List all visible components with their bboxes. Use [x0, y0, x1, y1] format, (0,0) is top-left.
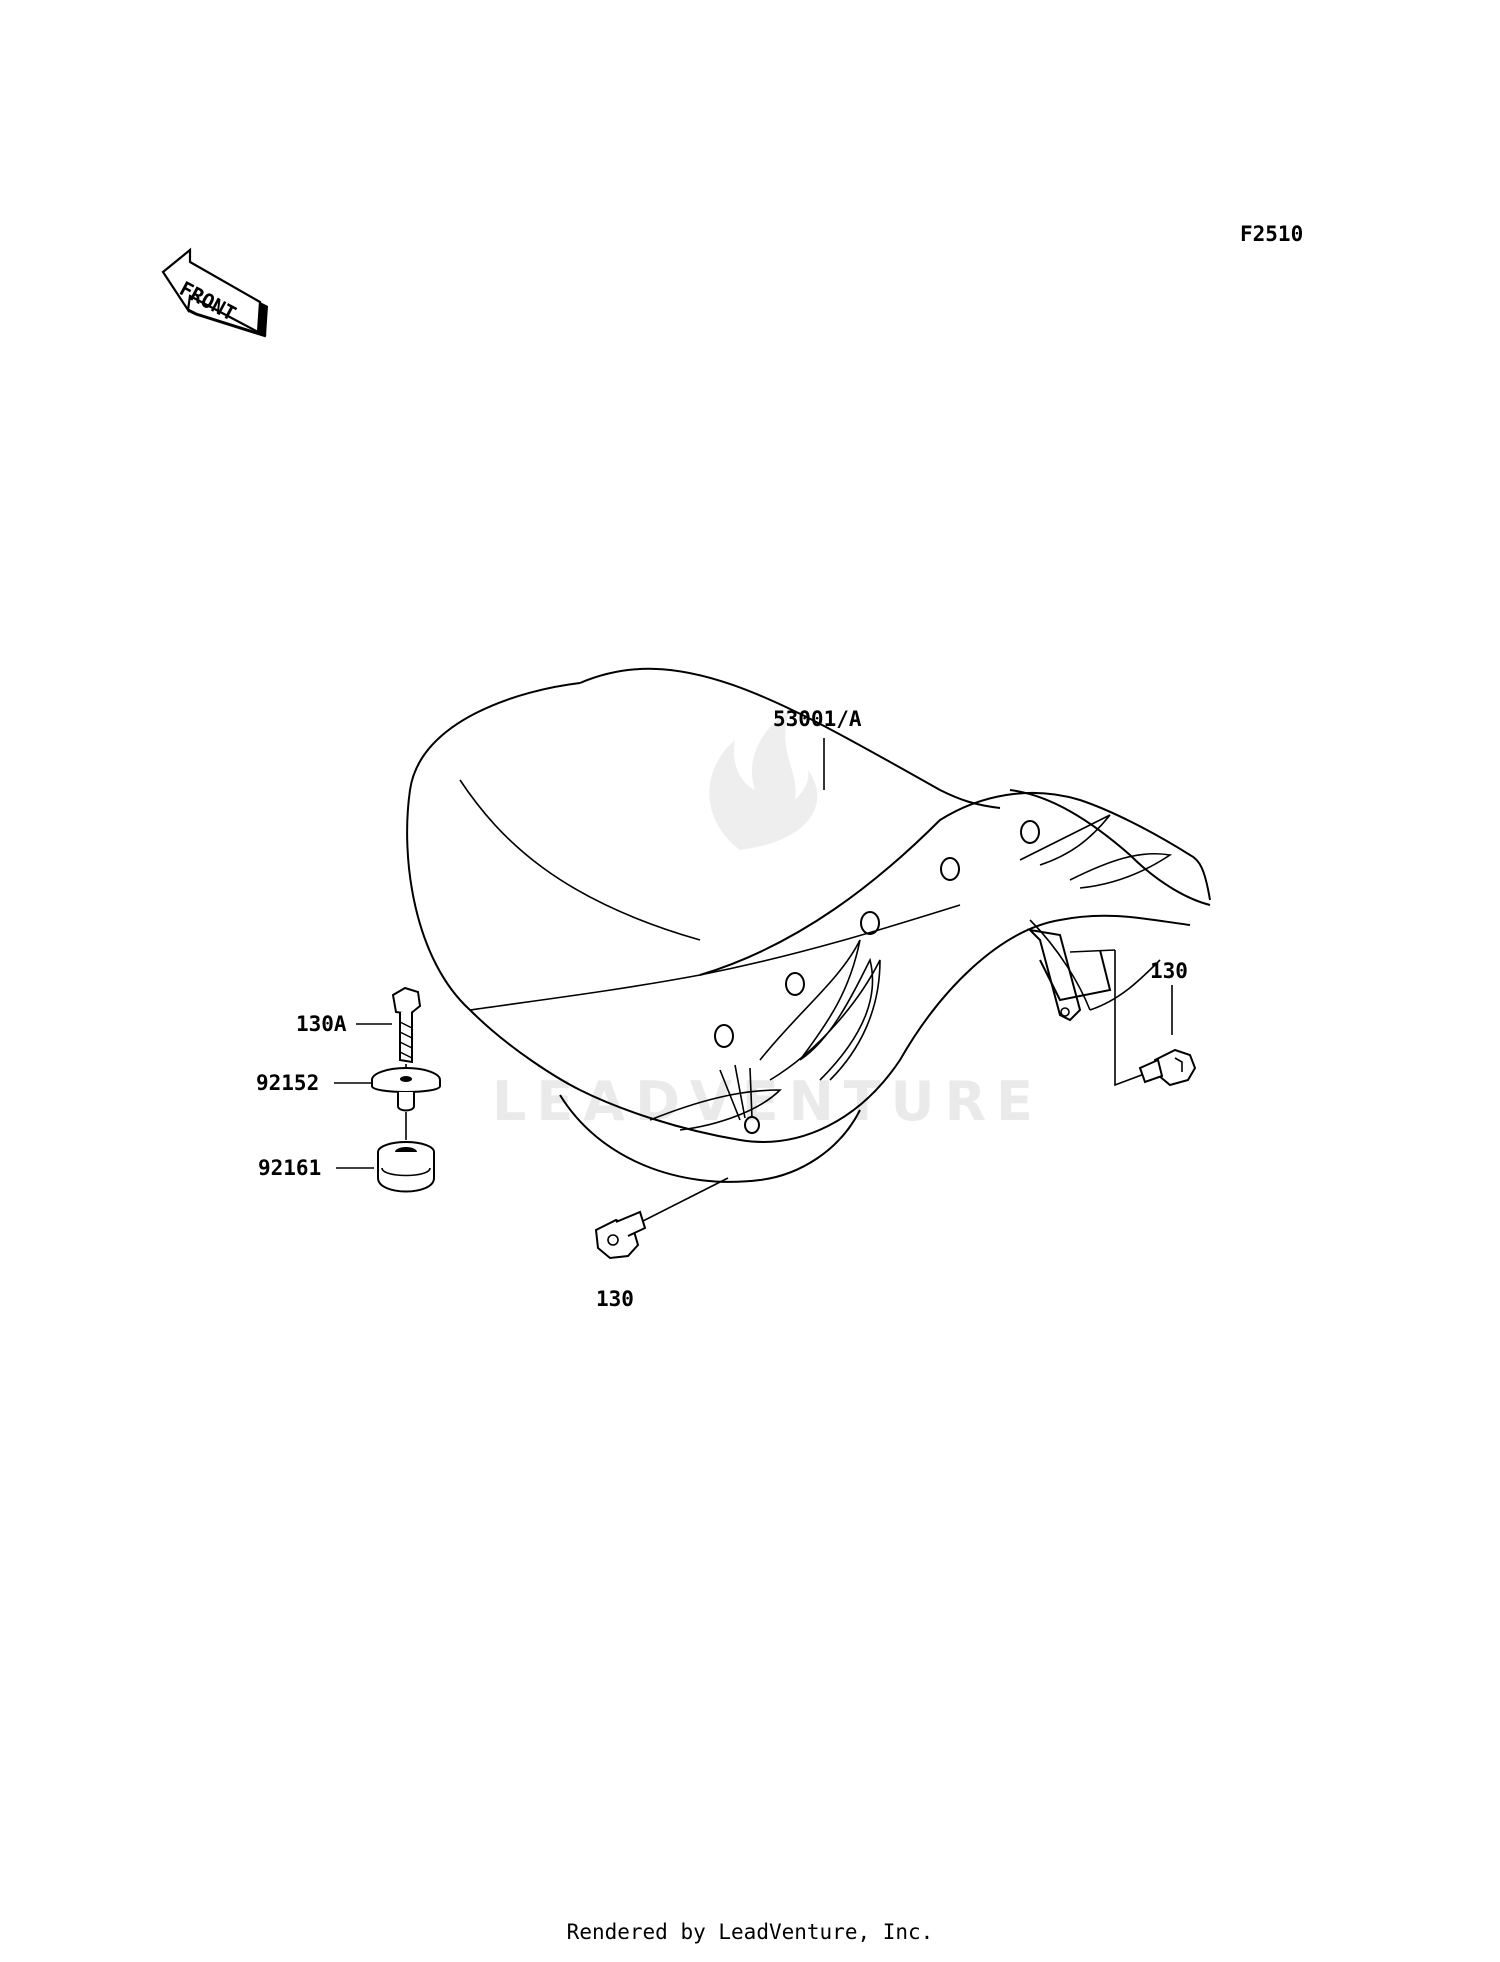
label-collar: 92152 — [256, 1071, 319, 1095]
callout-seat: 53001/A — [773, 707, 862, 790]
callout-damper: 92161 — [258, 1156, 374, 1180]
callout-bolt-top: 130A — [296, 1012, 392, 1036]
label-bolt-right: 130 — [1150, 959, 1188, 983]
front-arrow-icon: FRONT — [161, 247, 268, 338]
bolt-icon — [594, 1210, 647, 1260]
label-seat: 53001/A — [773, 707, 862, 731]
seat-drawing — [406, 667, 1211, 1183]
label-bolt-bottom: 130 — [596, 1287, 634, 1311]
footer-credit: Rendered by LeadVenture, Inc. — [566, 1920, 934, 1944]
watermark-text: LEADVENTURE — [492, 1070, 1043, 1133]
callout-bolt-bottom: 130 — [596, 1177, 729, 1311]
watermark: LEADVENTURE — [492, 710, 1043, 1133]
collar-icon — [371, 1067, 441, 1140]
bolt-icon — [1138, 1048, 1197, 1087]
label-damper: 92161 — [258, 1156, 321, 1180]
watermark-flame-icon — [709, 710, 818, 850]
label-bolt-top: 130A — [296, 1012, 347, 1036]
callout-collar: 92152 — [256, 1071, 372, 1095]
figure-code: F2510 — [1240, 222, 1303, 246]
rubber-damper-icon — [377, 1141, 435, 1193]
